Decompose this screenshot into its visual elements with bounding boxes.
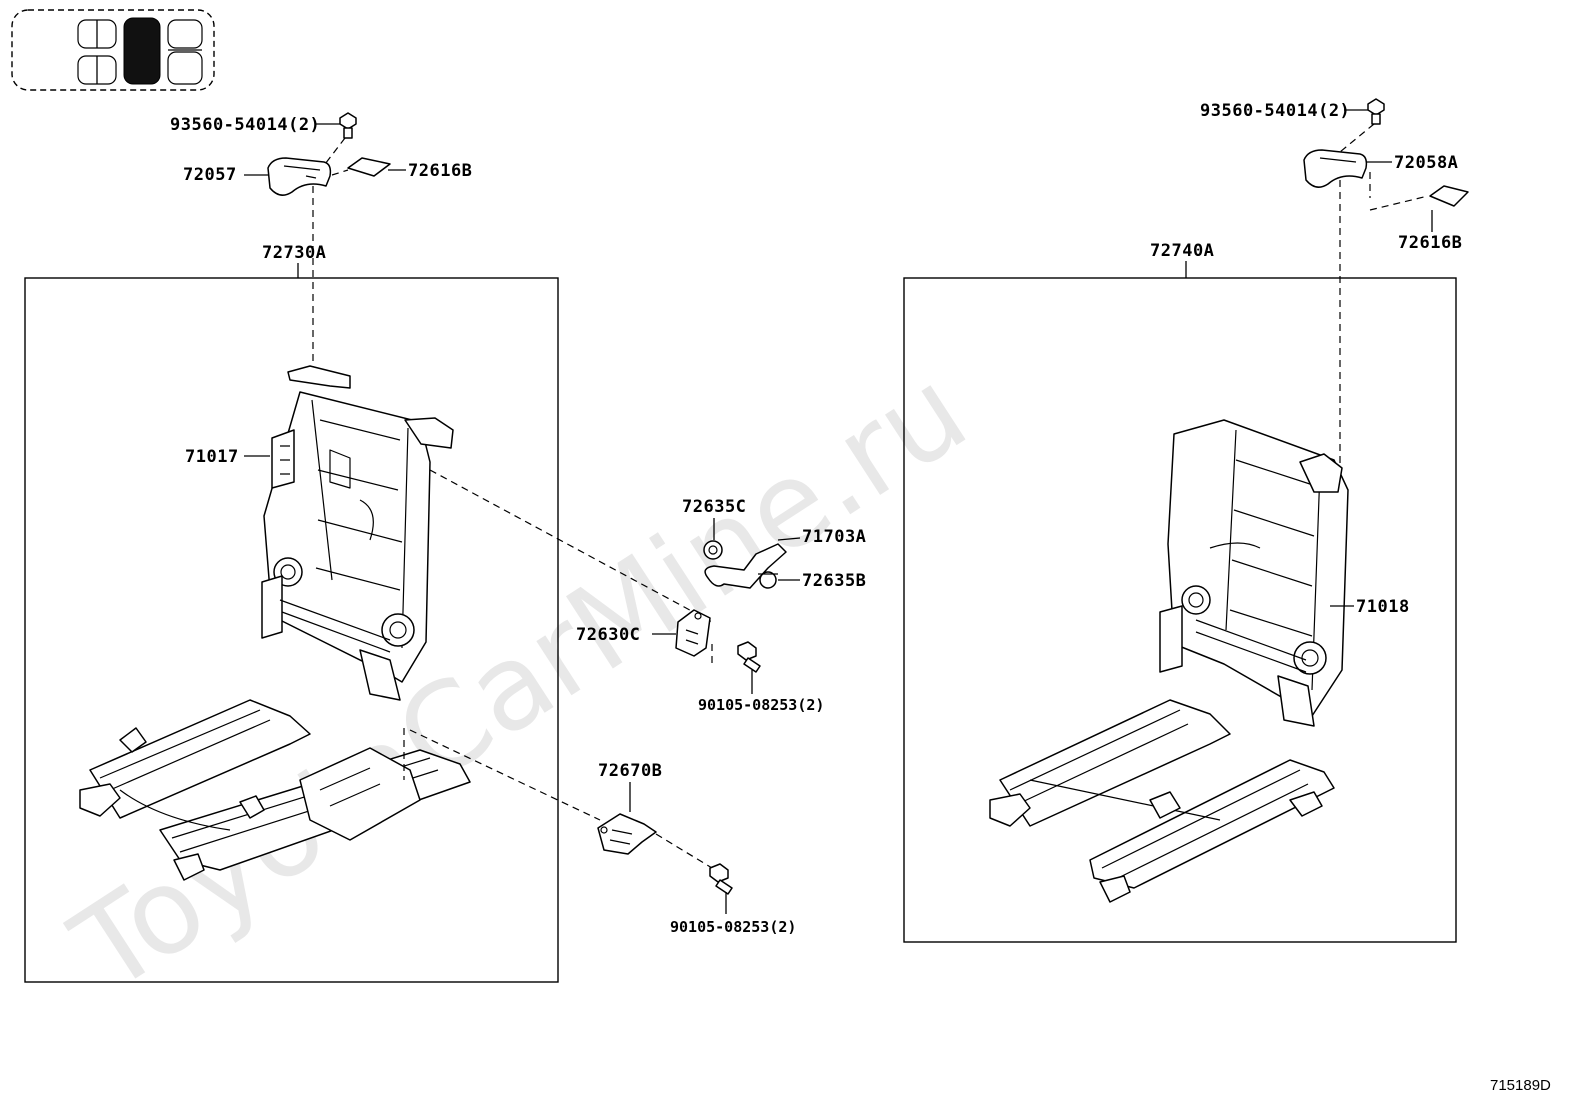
- label-frame-left: 71017: [185, 447, 239, 467]
- bolt-mid1-icon: [737, 641, 761, 673]
- label-frame-right: 71018: [1356, 597, 1410, 617]
- bolt-mid2-icon: [709, 863, 733, 895]
- pad-right-icon: [1429, 185, 1469, 207]
- label-cover-right: 72058A: [1394, 153, 1458, 173]
- cap-b-icon: [758, 571, 778, 589]
- seat-location-indicator-icon: [11, 9, 215, 91]
- label-bracket-b: 72670B: [598, 761, 662, 781]
- label-bolt-mid2: 90105-08253(2): [670, 918, 796, 936]
- bolt-left-icon: [339, 112, 357, 139]
- label-cap-b: 72635B: [802, 571, 866, 591]
- strap-icon: [704, 543, 787, 589]
- diagram-id: 715189D: [1490, 1077, 1551, 1094]
- recliner-cover-right-icon: [1303, 149, 1368, 188]
- label-assy-right: 72740A: [1150, 241, 1214, 261]
- seatback-frame-left-icon: [261, 365, 454, 701]
- pad-left-icon: [347, 157, 391, 177]
- watermark: ToyotaCarMine.ru: [49, 341, 990, 1019]
- bracket-c-icon: [675, 609, 711, 657]
- label-assy-left: 72730A: [262, 243, 326, 263]
- seat-track-right-icon: [989, 699, 1335, 903]
- assembly-box-right: [903, 277, 1457, 943]
- label-pad-right: 72616B: [1398, 233, 1462, 253]
- seat-track-left-icon: [79, 699, 471, 881]
- recliner-cover-left-icon: [267, 157, 332, 196]
- label-bracket-c: 72630C: [576, 625, 640, 645]
- label-bolt-right: 93560-54014(2): [1200, 101, 1350, 121]
- label-bolt-mid1: 90105-08253(2): [698, 696, 824, 714]
- label-bolt-left: 93560-54014(2): [170, 115, 320, 135]
- seatback-frame-right-icon: [1159, 419, 1349, 727]
- assembly-box-left: [24, 277, 559, 983]
- bolt-right-icon: [1367, 98, 1385, 125]
- label-strap: 71703A: [802, 527, 866, 547]
- label-cap-c: 72635C: [682, 497, 746, 517]
- cap-c-icon: [703, 540, 723, 560]
- label-cover-left: 72057: [183, 165, 237, 185]
- label-pad-left: 72616B: [408, 161, 472, 181]
- bracket-b-icon: [597, 813, 657, 855]
